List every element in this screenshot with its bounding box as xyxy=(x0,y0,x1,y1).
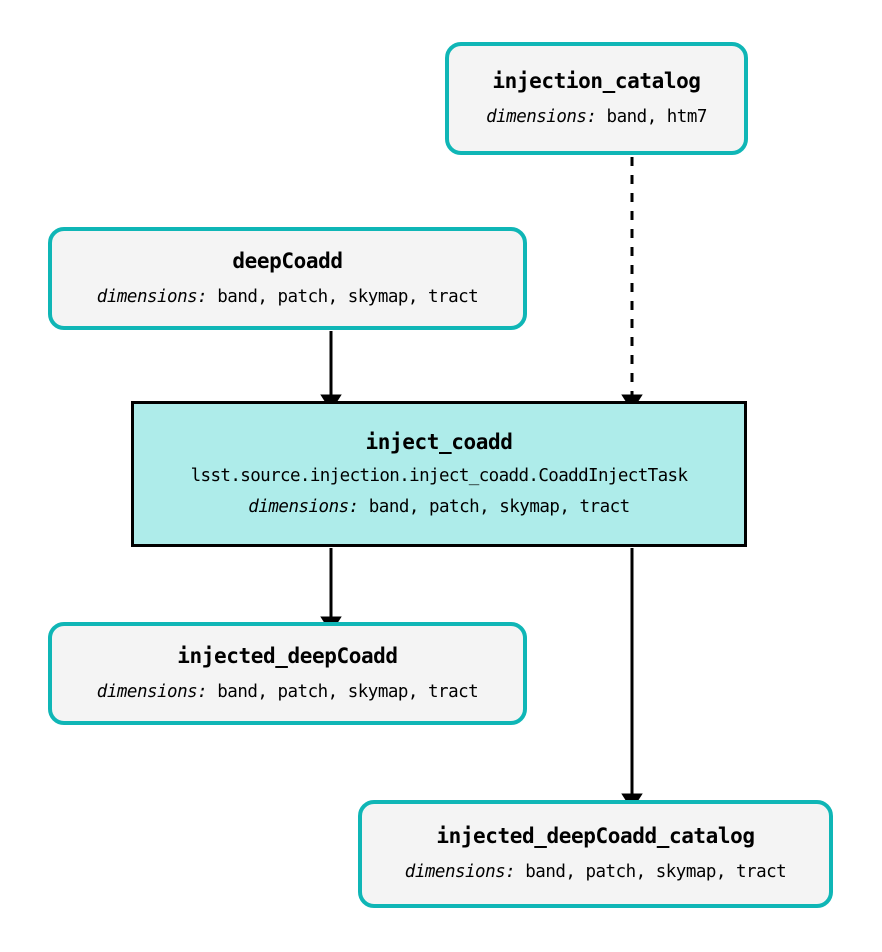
node-injection-catalog[interactable]: injection_catalog dimensions: band, htm7 xyxy=(445,42,748,155)
node-injected-deepcoadd-dimensions: dimensions: band, patch, skymap, tract xyxy=(96,681,479,702)
node-injected-deepcoadd-title: injected_deepCoadd xyxy=(177,643,398,668)
dimensions-value: band, htm7 xyxy=(606,106,708,127)
dimensions-value: band, patch, skymap, tract xyxy=(368,496,630,517)
dimensions-label: dimensions: xyxy=(96,286,208,307)
node-injection-catalog-dimensions: dimensions: band, htm7 xyxy=(486,107,707,127)
dimensions-label: dimensions: xyxy=(404,862,516,883)
dimensions-value: band, patch, skymap, tract xyxy=(525,862,787,883)
node-deepcoadd[interactable]: deepCoadd dimensions: band, patch, skyma… xyxy=(48,227,527,330)
node-deepcoadd-dimensions: dimensions: band, patch, skymap, tract xyxy=(96,286,479,307)
node-injected-deepcoadd-catalog-dimensions: dimensions: band, patch, skymap, tract xyxy=(404,862,787,883)
node-injected-deepcoadd-catalog[interactable]: injected_deepCoadd_catalog dimensions: b… xyxy=(358,800,833,908)
node-deepcoadd-title: deepCoadd xyxy=(232,248,343,273)
node-injected-deepcoadd-catalog-title: injected_deepCoadd_catalog xyxy=(436,824,755,849)
node-inject-coadd-class-path: lsst.source.injection.inject_coadd.Coadd… xyxy=(190,466,688,487)
node-inject-coadd-dimensions: dimensions: band, patch, skymap, tract xyxy=(248,496,630,517)
node-injected-deepcoadd[interactable]: injected_deepCoadd dimensions: band, pat… xyxy=(48,622,527,725)
dimensions-label: dimensions: xyxy=(486,106,597,127)
node-inject-coadd-title: inject_coadd xyxy=(365,430,513,455)
node-injection-catalog-title: injection_catalog xyxy=(492,68,701,93)
dimensions-value: band, patch, skymap, tract xyxy=(217,286,479,307)
dimensions-label: dimensions: xyxy=(96,681,208,702)
dimensions-label: dimensions: xyxy=(248,496,359,517)
node-inject-coadd[interactable]: inject_coadd lsst.source.injection.injec… xyxy=(131,401,747,547)
dimensions-value: band, patch, skymap, tract xyxy=(217,681,479,702)
